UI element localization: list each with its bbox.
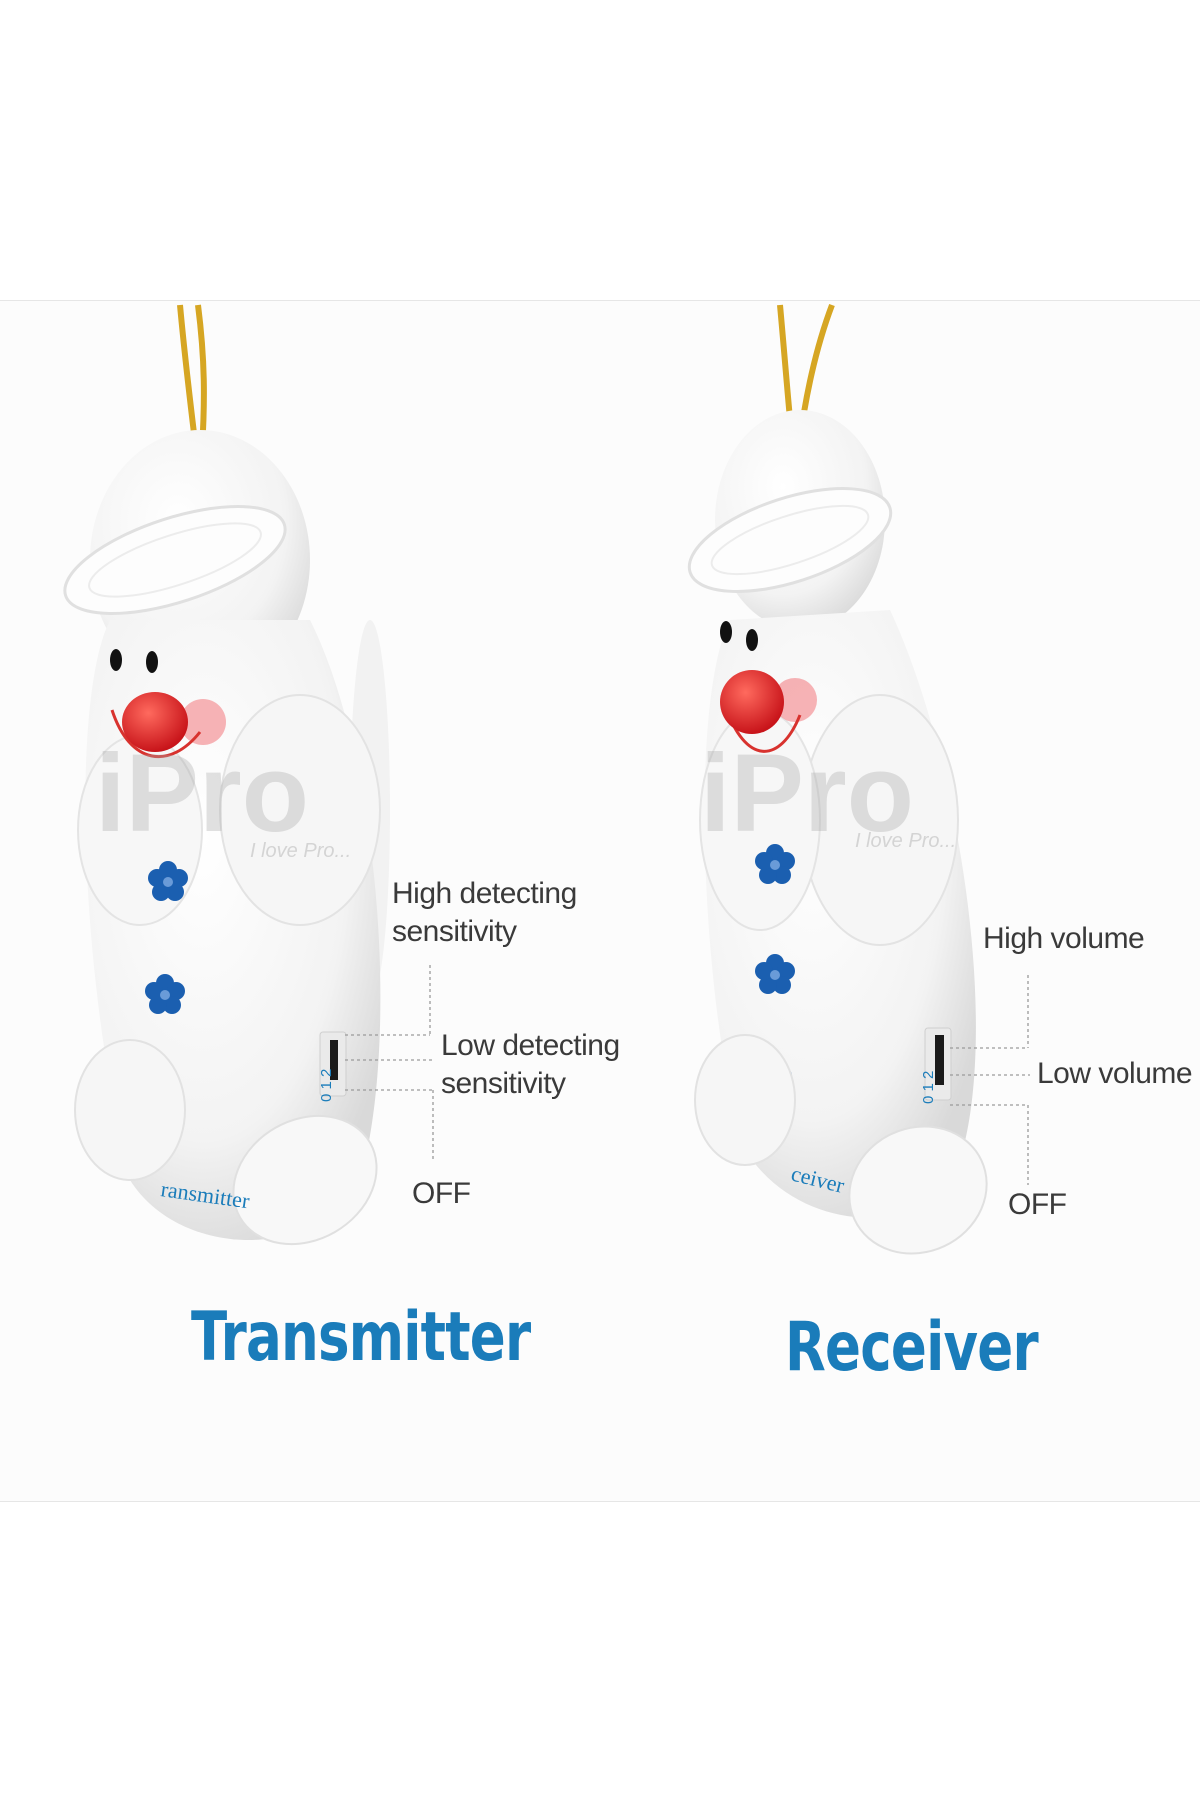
receiver-off-label: OFF: [1008, 1188, 1067, 1221]
transmitter-low-line2: sensitivity: [441, 1067, 566, 1100]
watermark-tagline-right: I love Pro...: [855, 830, 957, 852]
transmitter-leader-lines: [345, 965, 434, 1160]
receiver-switch-numbers: 0 1 2: [920, 1071, 937, 1104]
receiver-low-label: Low volume: [1037, 1057, 1193, 1090]
transmitter-device: [63, 304, 390, 1246]
transmitter-high-line2: sensitivity: [392, 915, 517, 948]
receiver-device: [687, 303, 988, 1255]
receiver-high-label: High volume: [983, 922, 1145, 955]
receiver-leader-lines: [950, 975, 1030, 1185]
watermark-brand-left: iPro: [95, 732, 309, 855]
transmitter-low-line1: Low detecting: [441, 1029, 620, 1062]
transmitter-high-line1: High detecting: [392, 877, 577, 910]
transmitter-high-label: High detecting sensitivity: [392, 875, 577, 951]
transmitter-title: Transmitter: [191, 1298, 531, 1377]
transmitter-low-label: Low detecting sensitivity: [441, 1027, 620, 1103]
receiver-title: Receiver: [785, 1308, 1039, 1387]
transmitter-switch-numbers: 0 1 2: [318, 1069, 335, 1102]
watermark-tagline-left: I love Pro...: [250, 840, 352, 862]
watermark-brand-right: iPro: [700, 732, 914, 855]
transmitter-off-label: OFF: [412, 1177, 471, 1210]
